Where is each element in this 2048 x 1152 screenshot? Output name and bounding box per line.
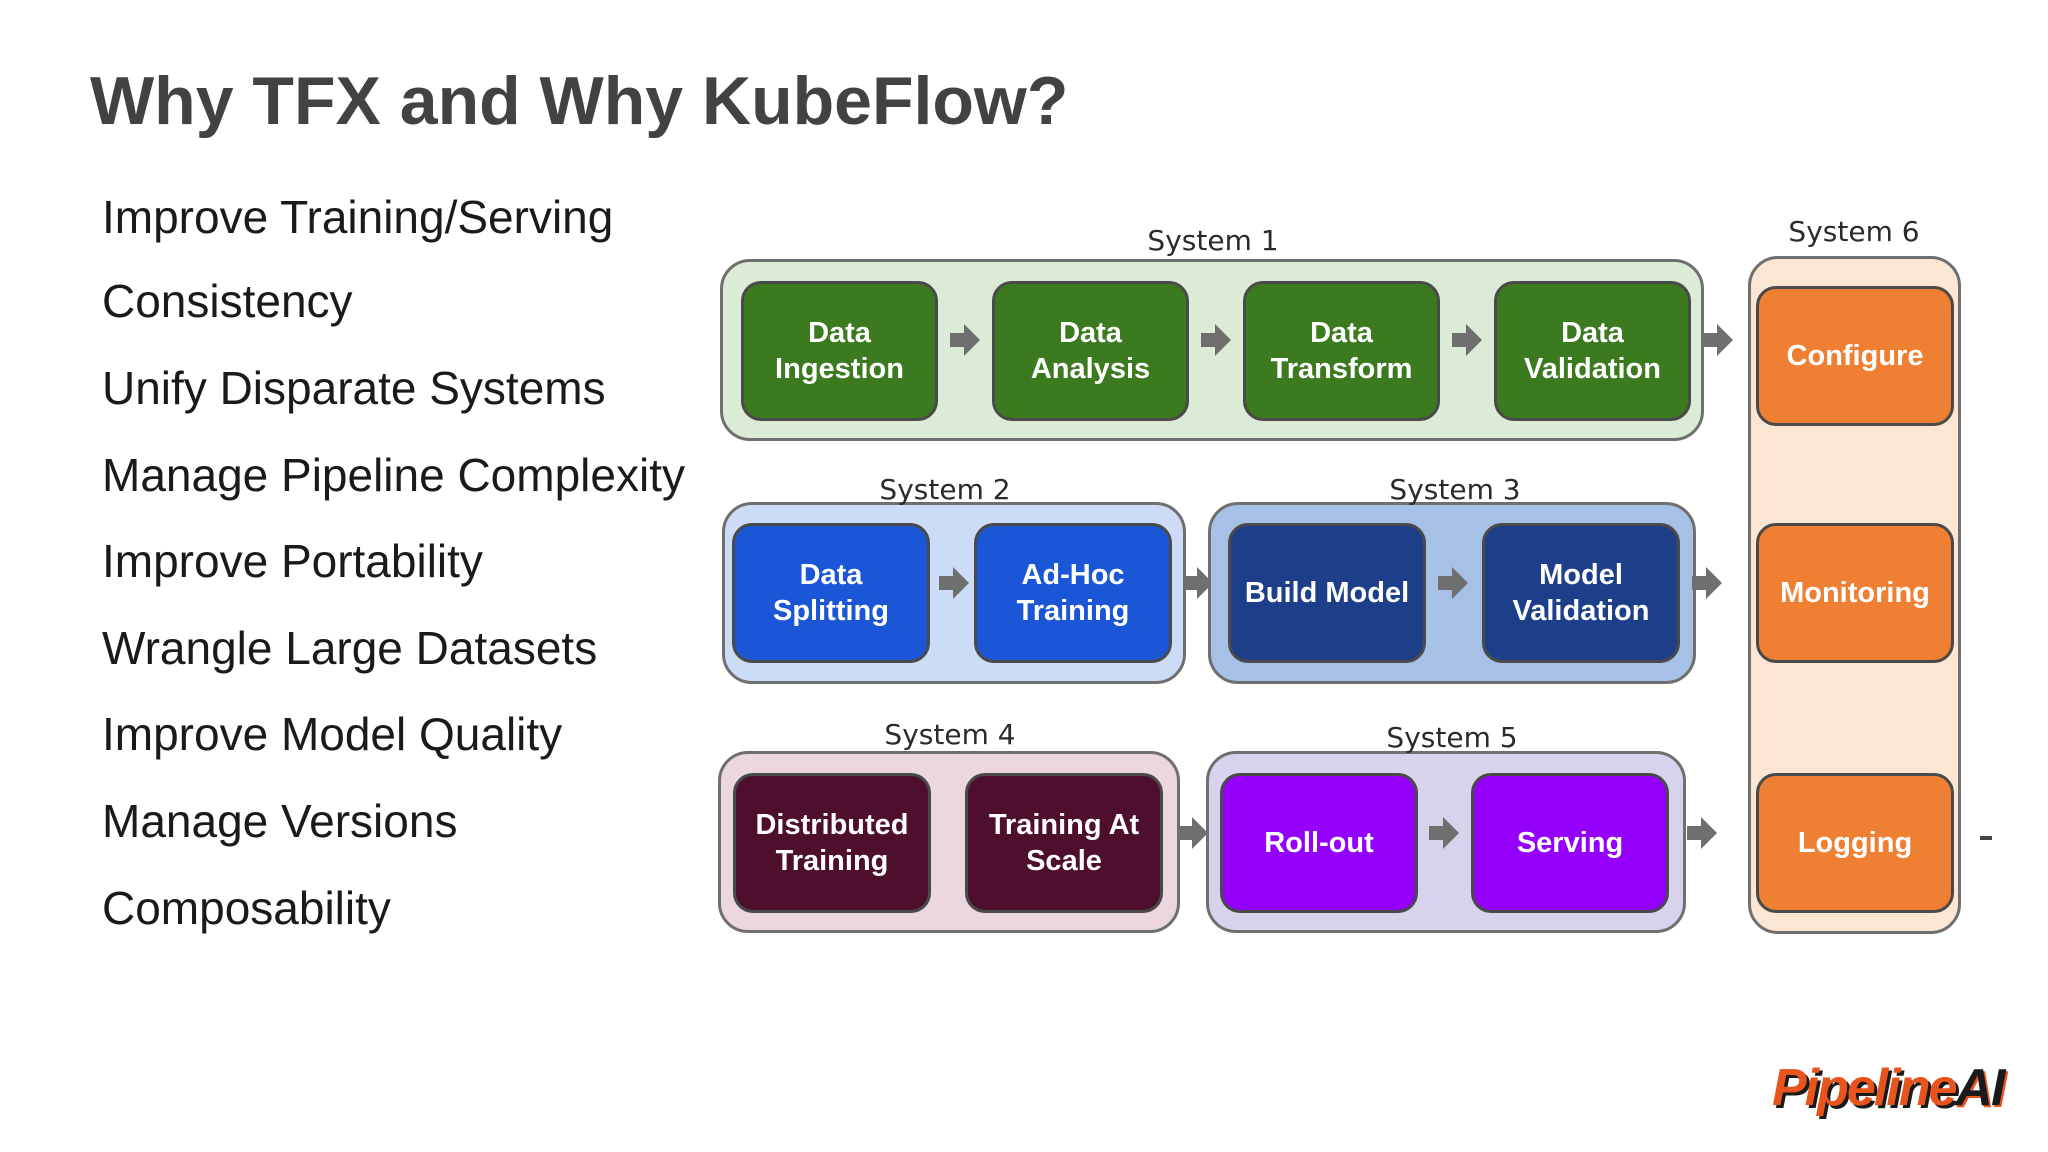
bullet-item: Manage Pipeline Complexity [102, 449, 685, 501]
system-1-label: System 1 [1147, 224, 1279, 257]
step-monitoring: Monitoring [1756, 523, 1954, 663]
step-distributed-training: Distributed Training [733, 773, 931, 913]
logo-prefix: Pipeline [1772, 1059, 1957, 1117]
bullet-item: Consistency [102, 275, 353, 327]
flow-arrow-icon [1692, 567, 1722, 599]
flow-arrow-icon [1201, 324, 1231, 356]
step-configure: Configure [1756, 286, 1954, 426]
flow-arrow-icon [939, 567, 969, 599]
step-model-validation: Model Validation [1482, 523, 1680, 663]
flow-arrow-icon [1438, 567, 1468, 599]
flow-arrow-icon [1183, 567, 1213, 599]
bullet-item: Composability [102, 882, 391, 934]
system-2-label: System 2 [879, 473, 1011, 506]
step-logging: Logging [1756, 773, 1954, 913]
logo-suffix: AI [1955, 1059, 2005, 1117]
step-data-splitting: Data Splitting [732, 523, 930, 663]
flow-arrow-icon [1687, 817, 1717, 849]
flow-arrow-icon [1178, 817, 1208, 849]
bullet-item: Improve Training/Serving [102, 191, 614, 243]
system-3-label: System 3 [1389, 473, 1521, 506]
step-data-transform: Data Transform [1243, 281, 1440, 421]
bullet-item: Wrangle Large Datasets [102, 622, 598, 674]
flow-arrow-icon [1452, 324, 1482, 356]
bullet-item: Improve Model Quality [102, 708, 563, 760]
step-serving: Serving [1471, 773, 1669, 913]
step-data-validation: Data Validation [1494, 281, 1691, 421]
step-data-ingestion: Data Ingestion [741, 281, 938, 421]
step-ad-hoc-training: Ad-Hoc Training [974, 523, 1172, 663]
flow-arrow-icon [1429, 817, 1459, 849]
step-data-analysis: Data Analysis [992, 281, 1189, 421]
flow-arrow-icon [950, 324, 980, 356]
slide-title: Why TFX and Why KubeFlow? [90, 63, 1069, 139]
flow-arrow-icon [1703, 324, 1733, 356]
pointer-mark [1980, 836, 1992, 840]
bullet-item: Improve Portability [102, 535, 483, 587]
bullet-item: Manage Versions [102, 795, 458, 847]
step-training-at-scale: Training At Scale [965, 773, 1163, 913]
system-6-label: System 6 [1788, 215, 1920, 248]
step-roll-out: Roll-out [1220, 773, 1418, 913]
step-build-model: Build Model [1228, 523, 1426, 663]
bullet-item: Unify Disparate Systems [102, 362, 606, 414]
system-5-label: System 5 [1386, 721, 1518, 754]
system-4-label: System 4 [884, 718, 1016, 751]
pipelineai-logo: PipelineAI [1772, 1058, 2005, 1118]
